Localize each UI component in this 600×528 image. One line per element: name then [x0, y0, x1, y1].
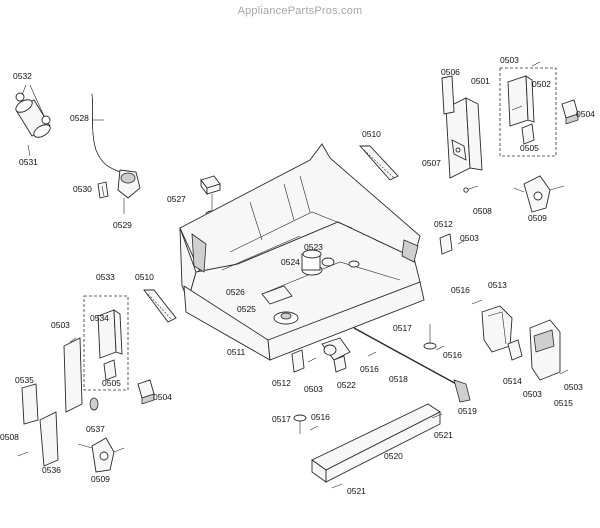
callout-0521-lower[interactable]: 0521	[347, 486, 366, 496]
part-0516-screws	[309, 299, 483, 431]
part-0522-valve	[321, 337, 351, 373]
callout-0525[interactable]: 0525	[237, 304, 256, 314]
callout-0516-c[interactable]: 0516	[451, 285, 470, 295]
callout-0513[interactable]: 0513	[488, 280, 507, 290]
part-0520-toe-panel	[311, 403, 443, 489]
callout-0503-left[interactable]: 0503	[51, 320, 70, 330]
callout-0507[interactable]: 0507	[422, 158, 441, 168]
callout-0516-a[interactable]: 0516	[360, 364, 379, 374]
part-0515-cover	[529, 319, 569, 381]
part-0504-cap-lower	[137, 379, 155, 405]
part-0517-screw-upper	[423, 324, 437, 350]
part-0509-hinge-lower	[77, 437, 125, 473]
callout-0532[interactable]: 0532	[13, 71, 32, 81]
callout-0523[interactable]: 0523	[304, 242, 323, 252]
callout-0536[interactable]: 0536	[42, 465, 61, 475]
callout-0510-lower[interactable]: 0510	[135, 272, 154, 282]
part-0510-rack-upper	[359, 145, 399, 181]
callout-0530[interactable]: 0530	[73, 184, 92, 194]
callout-0521-upper[interactable]: 0521	[434, 430, 453, 440]
callout-0512-lower[interactable]: 0512	[272, 378, 291, 388]
part-0504-cap	[561, 99, 579, 125]
callout-0520[interactable]: 0520	[384, 451, 403, 461]
callout-0527[interactable]: 0527	[167, 194, 186, 204]
part-0513-latch-housing	[481, 305, 513, 353]
callout-0509-lower[interactable]: 0509	[91, 474, 110, 484]
callout-0506[interactable]: 0506	[441, 67, 460, 77]
callout-0524[interactable]: 0524	[281, 257, 300, 267]
callout-0515[interactable]: 0515	[554, 398, 573, 408]
callout-0533[interactable]: 0533	[96, 272, 115, 282]
callout-0504-lower[interactable]: 0504	[153, 392, 172, 402]
part-0512-clip-upper	[439, 233, 467, 255]
callout-0511[interactable]: 0511	[227, 347, 246, 357]
callout-0516-b[interactable]: 0516	[443, 350, 462, 360]
callout-0502[interactable]: 0502	[532, 79, 551, 89]
callout-0514[interactable]: 0514	[503, 376, 522, 386]
callout-0534[interactable]: 0534	[90, 313, 109, 323]
callout-0503-center[interactable]: 0503	[304, 384, 323, 394]
part-0501-latch	[507, 61, 541, 145]
callout-0531[interactable]: 0531	[19, 157, 38, 167]
callout-0510-upper[interactable]: 0510	[362, 129, 381, 139]
part-0512-clip-lower	[291, 349, 317, 373]
callout-0503-right-a[interactable]: 0503	[523, 389, 542, 399]
site-watermark: AppliancePartsPros.com	[237, 5, 363, 17]
subassembly-box-upper	[499, 67, 557, 157]
callout-0516-d[interactable]: 0516	[311, 412, 330, 422]
subassembly-box-lower	[83, 295, 129, 391]
part-0528-hose	[91, 93, 141, 214]
part-0507-hinge-bracket	[441, 75, 483, 193]
part-0519-end-cap	[453, 379, 471, 403]
callout-0501[interactable]: 0501	[471, 76, 490, 86]
callout-0518[interactable]: 0518	[389, 374, 408, 384]
callout-0504-upper[interactable]: 0504	[576, 109, 595, 119]
callout-0528[interactable]: 0528	[70, 113, 89, 123]
callout-0508-lower[interactable]: 0508	[0, 432, 19, 442]
part-0534-latch	[97, 309, 123, 381]
callout-0529[interactable]: 0529	[113, 220, 132, 230]
part-0514-spring	[507, 339, 523, 361]
callout-0503-top[interactable]: 0503	[500, 55, 519, 65]
callout-0522[interactable]: 0522	[337, 380, 356, 390]
callout-0526[interactable]: 0526	[226, 287, 245, 297]
callout-0517-lower[interactable]: 0517	[272, 414, 291, 424]
callout-0505-upper[interactable]: 0505	[520, 143, 539, 153]
callout-0503-right-b[interactable]: 0503	[564, 382, 583, 392]
part-0509-hinge	[513, 175, 565, 213]
part-0535-bracket	[17, 337, 83, 467]
part-0518-rod	[353, 327, 461, 387]
callout-0512-upper[interactable]: 0512	[434, 219, 453, 229]
part-0530-clip	[97, 181, 109, 199]
part-0537-roller	[89, 397, 99, 411]
callout-0517-upper[interactable]: 0517	[393, 323, 412, 333]
callout-0508-upper[interactable]: 0508	[473, 206, 492, 216]
callout-0505-lower[interactable]: 0505	[102, 378, 121, 388]
part-0531-sleeve	[15, 84, 51, 157]
callout-0509-upper[interactable]: 0509	[528, 213, 547, 223]
callout-0503-mid[interactable]: 0503	[460, 233, 479, 243]
part-0517-screw-lower	[293, 414, 307, 434]
callout-0519[interactable]: 0519	[458, 406, 477, 416]
part-0510-rack-lower	[143, 289, 177, 323]
callout-0537[interactable]: 0537	[86, 424, 105, 434]
callout-0535[interactable]: 0535	[15, 375, 34, 385]
part-0511-base	[179, 143, 425, 361]
